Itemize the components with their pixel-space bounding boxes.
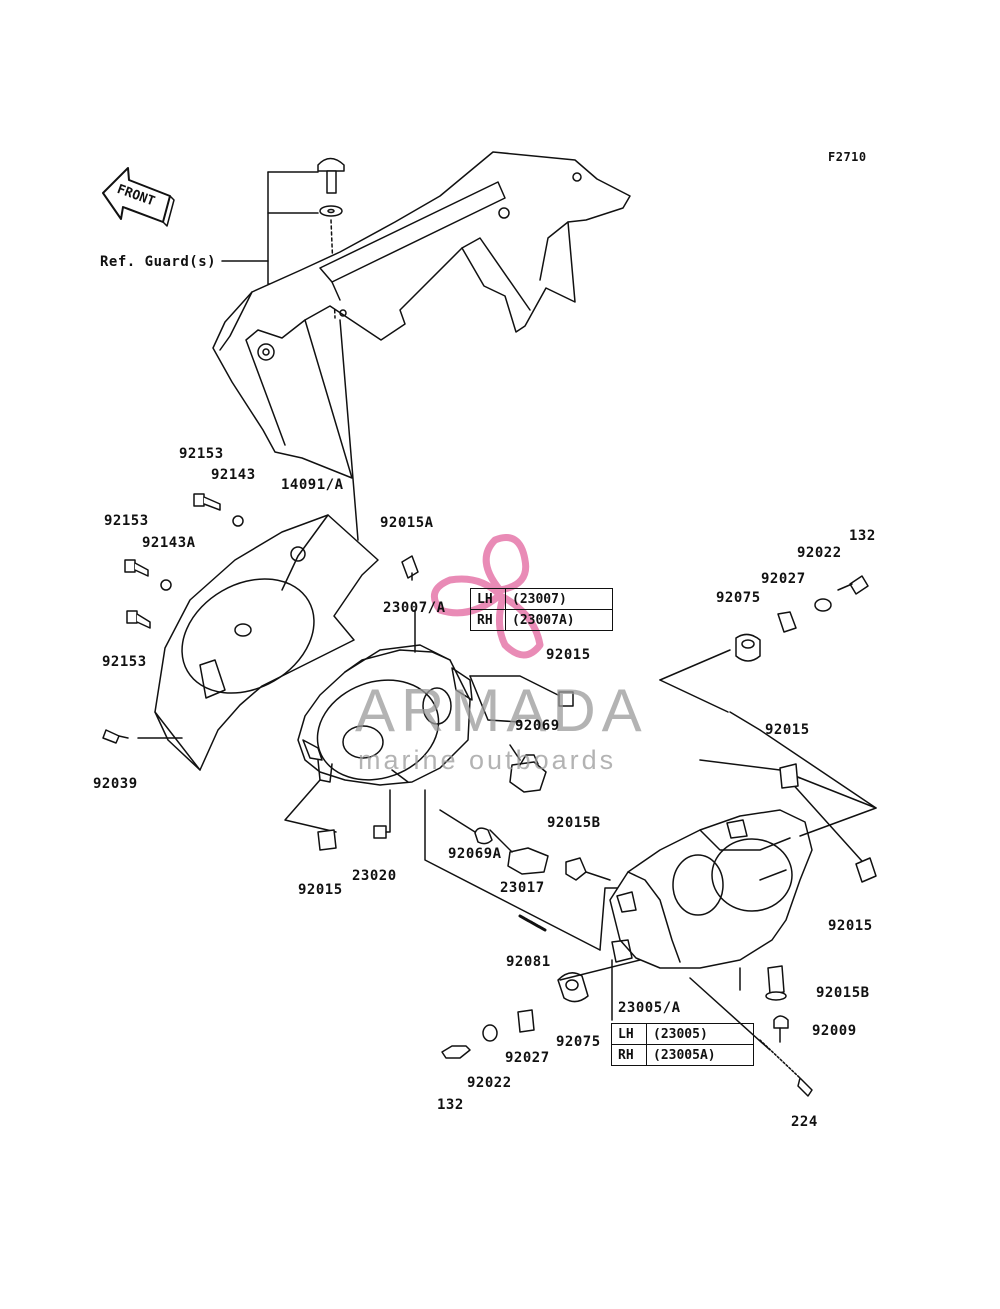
front-arrow-icon <box>102 167 175 227</box>
small-parts-icon <box>317 675 623 951</box>
watermark-title: ARMADA <box>355 677 648 744</box>
part-label-92153-c: 92153 <box>102 654 147 670</box>
table-cell: LH <box>611 1023 647 1045</box>
ref-guard-label: Ref. Guard(s) <box>100 254 217 270</box>
table-cell: LH <box>470 588 506 610</box>
part-label-92069A: 92069A <box>448 846 502 862</box>
variant-table-23007: LH(23007) RH(23007A) <box>470 588 613 631</box>
lower-left-parts-icon <box>441 959 641 1059</box>
part-label-132-a: 132 <box>849 528 876 544</box>
part-label-92015A: 92015A <box>380 515 434 531</box>
part-label-92015-b: 92015 <box>298 882 343 898</box>
part-label-23020: 23020 <box>352 868 397 884</box>
part-label-23017: 23017 <box>500 880 545 896</box>
part-label-92075-b: 92075 <box>556 1034 601 1050</box>
part-label-23007: 23007/A <box>383 600 446 616</box>
figure-code: F2710 <box>828 150 867 164</box>
part-label-92015-c: 92015 <box>765 722 810 738</box>
part-label-92015B-b: 92015B <box>816 985 870 1001</box>
part-label-92015-d: 92015 <box>828 918 873 934</box>
part-label-92022-b: 92022 <box>467 1075 512 1091</box>
part-label-23005: 23005/A <box>618 1000 681 1016</box>
part-label-92153-b: 92153 <box>104 513 149 529</box>
right-parts-icon <box>659 575 877 1097</box>
table-cell: RH <box>470 609 506 631</box>
part-label-14091: 14091/A <box>281 477 344 493</box>
part-label-92009: 92009 <box>812 1023 857 1039</box>
table-cell: (23007) <box>505 588 613 610</box>
left-fasteners-icon <box>102 493 419 744</box>
part-label-92081: 92081 <box>506 954 551 970</box>
part-label-92022-a: 92022 <box>797 545 842 561</box>
watermark-subtitle: marine outboards <box>358 745 617 775</box>
table-cell: RH <box>611 1044 647 1066</box>
table-cell: (23007A) <box>505 609 613 631</box>
table-cell: (23005) <box>646 1023 754 1045</box>
part-label-92143: 92143 <box>211 467 256 483</box>
part-label-92143A: 92143A <box>142 535 196 551</box>
part-label-132-b: 132 <box>437 1097 464 1113</box>
part-label-92039: 92039 <box>93 776 138 792</box>
table-cell: (23005A) <box>646 1044 754 1066</box>
variant-table-23005: LH(23005) RH(23005A) <box>611 1023 754 1066</box>
part-label-92153-a: 92153 <box>179 446 224 462</box>
part-label-92069: 92069 <box>515 718 560 734</box>
part-label-92027-a: 92027 <box>761 571 806 587</box>
part-label-224: 224 <box>791 1114 818 1130</box>
lower-housing-shape <box>609 809 813 991</box>
part-label-92075-a: 92075 <box>716 590 761 606</box>
part-label-92015-a: 92015 <box>546 647 591 663</box>
part-label-92015B-a: 92015B <box>547 815 601 831</box>
left-cover-shape <box>154 514 379 771</box>
part-label-92027-b: 92027 <box>505 1050 550 1066</box>
headlight-housing-shape <box>284 609 473 833</box>
upper-guard-shape <box>212 151 631 541</box>
